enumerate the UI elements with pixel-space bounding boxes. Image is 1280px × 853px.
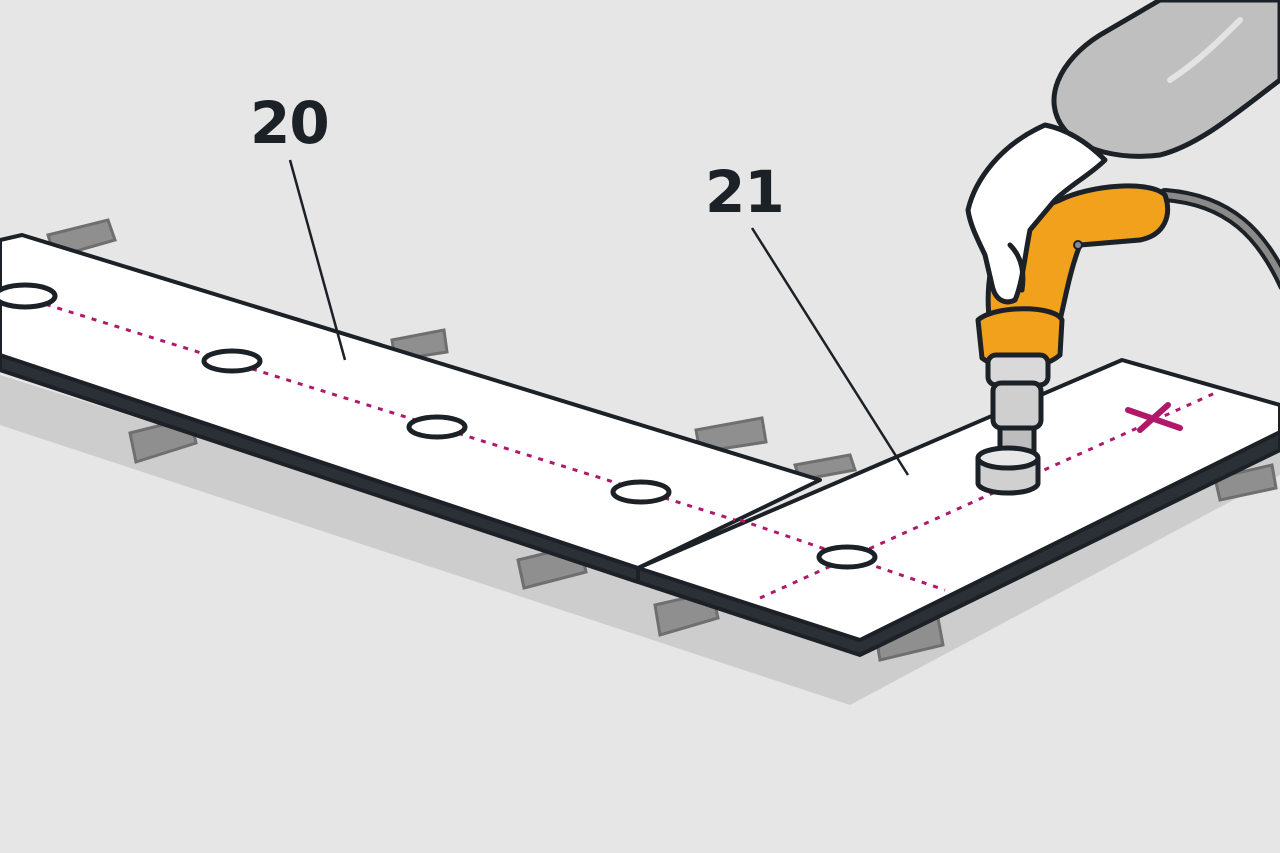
hole — [610, 479, 672, 505]
x-mark-icon — [1125, 402, 1183, 433]
sleeve — [1051, 0, 1280, 159]
glove — [965, 122, 1108, 305]
hole-saw-top — [975, 445, 1041, 471]
hole — [816, 544, 878, 570]
hole — [406, 414, 468, 440]
label-21: 21 — [705, 158, 784, 226]
leader-line-21 — [750, 227, 910, 476]
leader-line-20 — [288, 159, 347, 361]
drilled-holes — [0, 282, 672, 505]
floor-shadow — [0, 375, 1280, 705]
batten — [1213, 463, 1278, 502]
hole — [201, 348, 263, 374]
label-20: 20 — [250, 89, 329, 157]
hole — [0, 282, 58, 310]
board-top — [0, 233, 822, 570]
center-line — [0, 288, 736, 522]
drill-chuck — [990, 380, 1044, 431]
drill-icon — [965, 0, 1280, 496]
drill-switch — [1073, 240, 1083, 250]
board-20 — [0, 233, 822, 584]
